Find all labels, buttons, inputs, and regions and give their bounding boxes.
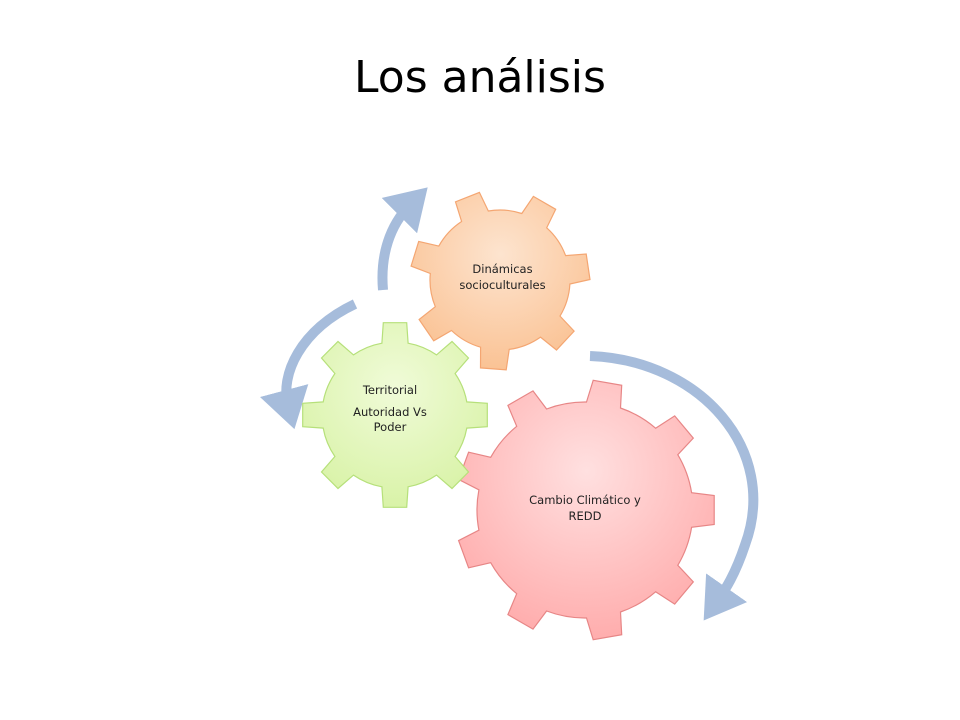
gear-label-cambio: Cambio Climático y REDD bbox=[515, 493, 655, 524]
cambio-text: Cambio Climático y REDD bbox=[529, 493, 641, 523]
cycle-arrow-left bbox=[259, 299, 358, 430]
gear-label-dinamicas: Dinámicas socioculturales bbox=[440, 262, 565, 293]
territorial-title: Territorial bbox=[362, 383, 418, 397]
gear-cambio-climatico bbox=[457, 379, 715, 641]
cycle-arrow-right bbox=[589, 351, 759, 621]
cycle-arrow-top bbox=[377, 187, 428, 291]
slide-title: Los análisis bbox=[354, 52, 606, 103]
gear-territorial bbox=[302, 322, 488, 508]
gear-label-territorial: Territorial Autoridad Vs Poder bbox=[345, 383, 435, 436]
gear-dinamicas-socioculturales bbox=[410, 191, 591, 371]
dinamicas-text: Dinámicas socioculturales bbox=[459, 262, 546, 292]
territorial-subtitle: Autoridad Vs Poder bbox=[353, 404, 427, 435]
